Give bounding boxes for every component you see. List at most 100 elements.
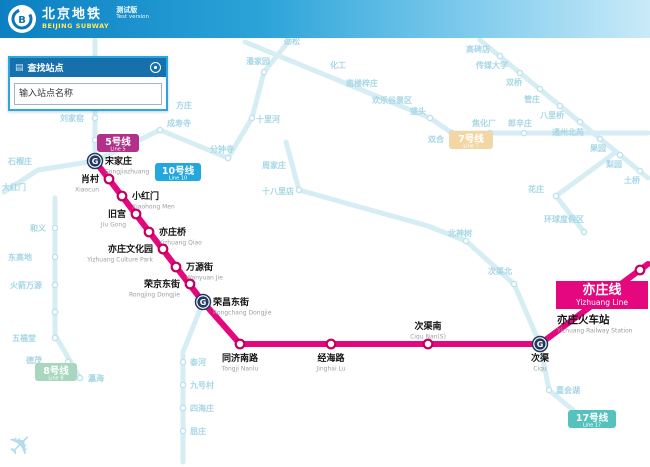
faded-station-dot [179, 404, 187, 412]
faded-station-label: 德茂 [26, 355, 42, 365]
faded-line [92, 39, 291, 164]
faded-station-label: 劲松 [284, 36, 300, 46]
faded-station-dot [556, 102, 564, 110]
app-title-block: 北京地铁 BEIJING SUBWAY [42, 7, 109, 29]
subway-roundel-icon: B [11, 8, 33, 30]
faded-station-dot [580, 228, 588, 236]
station-name-label: 万源街 [185, 261, 213, 273]
station-en-label: Songjiazhuang [105, 169, 149, 176]
faded-station-dot [224, 154, 232, 162]
faded-station-label: 高碑店 [466, 44, 490, 54]
line-badge-label: 5号线 [105, 136, 131, 148]
station-en-label: Yizhuang Culture Park [86, 257, 153, 264]
station-en-label: Rongchang Dongjie [213, 310, 272, 317]
faded-station-dot [616, 151, 624, 159]
station-dot[interactable] [116, 190, 128, 202]
station-search-input[interactable] [14, 83, 162, 105]
faded-station-dot [462, 237, 470, 245]
faded-station-dot [156, 126, 164, 134]
station-dot[interactable] [130, 208, 142, 220]
faded-station-label: 五福堂 [12, 333, 36, 343]
station-en-label: Wanyuan Jie [186, 275, 223, 282]
faded-station-label: 焦化厂 [471, 118, 496, 128]
faded-station-label: 垡头 [410, 106, 426, 116]
faded-station-label: 十里河 [256, 114, 280, 124]
faded-station-label: 瀛海 [88, 373, 104, 383]
faded-station-dot [596, 135, 604, 143]
station-en-label: Ciqu [533, 366, 547, 373]
beijing-subway-logo-icon: B [8, 5, 36, 33]
faded-station-label: 潘家园 [246, 56, 270, 66]
station-name-label: 小红门 [131, 190, 159, 202]
faded-station-dot [51, 281, 59, 289]
station-dot[interactable] [634, 264, 646, 276]
faded-station-label: 成寿寺 [167, 118, 191, 128]
station-name-label: 肖村 [81, 173, 99, 185]
faded-station-dot [636, 167, 644, 175]
station-name-label: 亦庄火车站 [557, 313, 610, 326]
find-station-header: ▤ 查找站点 [10, 58, 166, 77]
station-dot[interactable] [184, 278, 196, 290]
faded-station-label: 东高地 [8, 252, 32, 262]
faded-station-dot [76, 374, 84, 382]
station-dot[interactable] [234, 338, 246, 350]
faded-station-label: 土桥 [624, 175, 641, 185]
line-badge-label: 17号线 [576, 412, 609, 424]
faded-line [52, 195, 83, 381]
station-name-label: 次渠南 [414, 320, 441, 332]
transfer-station-icon[interactable] [534, 338, 546, 350]
station-en-label: Yizhuang Railway Station [556, 328, 633, 335]
faded-station-dot [91, 136, 99, 144]
faded-station-dot [520, 129, 528, 137]
faded-station-label: 传媒大学 [475, 60, 508, 70]
line-badge [35, 363, 77, 381]
faded-station-dot [496, 52, 504, 60]
station-name-label: 次渠 [531, 352, 550, 364]
station-dot[interactable] [103, 173, 115, 185]
station-en-label: Rongjing Dongjie [129, 292, 180, 299]
line-badge-sublabel: Line 10 [169, 176, 187, 182]
faded-station-label: 刘家窑 [60, 113, 84, 123]
faded-station-label: 嘉会湖 [555, 385, 580, 395]
faded-line [283, 139, 595, 429]
faded-station-dot [179, 381, 187, 389]
app-title: 北京地铁 [42, 7, 103, 23]
line-badge-label: 8号线 [43, 365, 69, 377]
line-badge-label: 7号线 [458, 133, 484, 145]
faded-station-dot [516, 69, 524, 77]
faded-station-label: 九号村 [189, 380, 214, 390]
line-badge-sublabel: Line 7 [463, 144, 478, 150]
faded-station-dot [51, 253, 59, 261]
faded-station-label: 大红门 [2, 182, 26, 192]
station-dot[interactable] [422, 338, 434, 350]
faded-station-dot [536, 85, 544, 93]
faded-station-label: 双合 [428, 134, 445, 144]
station-dot[interactable] [143, 226, 155, 238]
faded-station-dot [51, 334, 59, 342]
station-dot[interactable] [157, 243, 169, 255]
faded-station-dot [179, 358, 187, 366]
line-badge-sublabel: Line 5 [110, 147, 125, 153]
faded-station-label: 梨园 [605, 159, 622, 169]
faded-station-label: 化工 [330, 60, 346, 70]
station-en-label: Xiaocun [75, 187, 99, 194]
faded-station-label: 果园 [589, 144, 606, 153]
version-sublabel: Test version [116, 14, 149, 21]
faded-station-label: 环球度假区 [544, 214, 584, 224]
faded-station-label: 火箭万源 [10, 280, 42, 290]
faded-station-dot [51, 224, 59, 232]
locate-icon[interactable] [150, 62, 161, 73]
faded-station-label: 方庄 [176, 100, 192, 110]
station-dot[interactable] [170, 261, 182, 273]
transfer-station-icon[interactable] [89, 155, 101, 167]
faded-station-label: 北神树 [448, 228, 472, 238]
faded-station-dot [248, 114, 256, 122]
line-badge [97, 134, 139, 152]
station-dot[interactable] [325, 338, 337, 350]
find-station-title: 查找站点 [27, 64, 64, 74]
faded-station-dot [260, 68, 268, 76]
version-label: 测试版 [116, 6, 138, 14]
transfer-station-icon[interactable] [197, 296, 209, 308]
